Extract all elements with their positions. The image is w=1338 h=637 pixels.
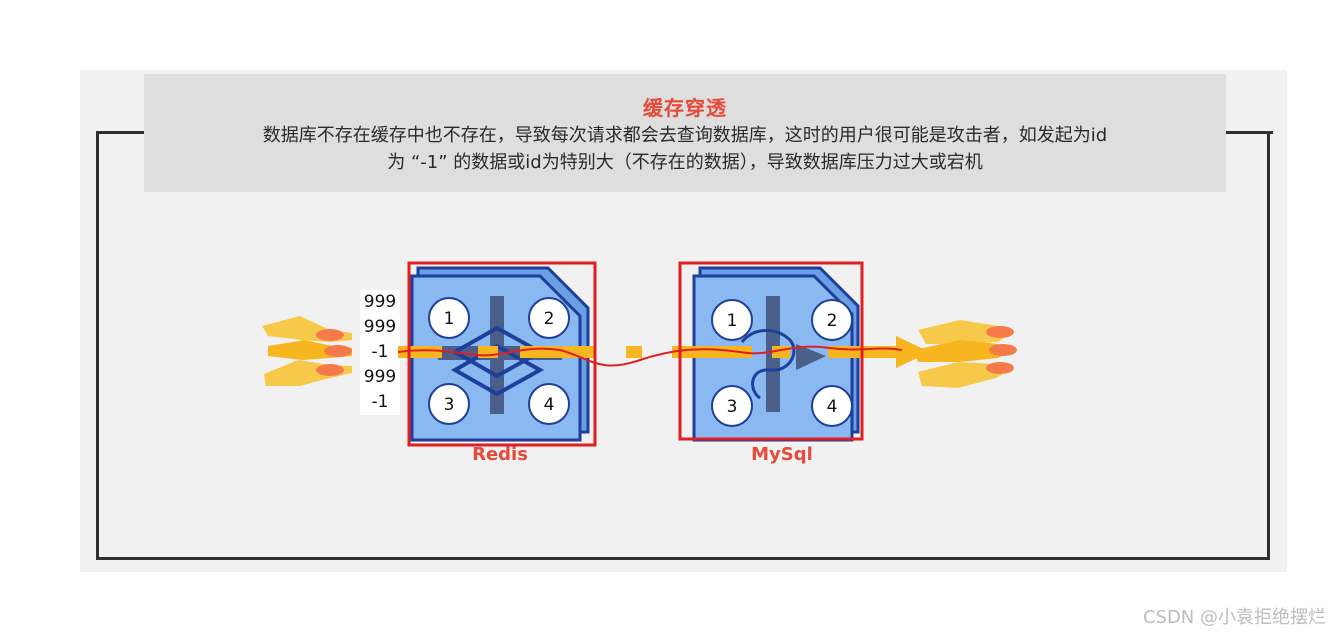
mysql-highlight-box <box>678 261 864 441</box>
description-line-2: 为 “-1” 的数据或id为特别大（不存在的数据），导致数据库压力过大或宕机 <box>387 152 983 173</box>
request-id: -1 <box>360 340 400 365</box>
request-id-list: 999 999 -1 999 -1 <box>360 290 400 415</box>
quadrant-number: 1 <box>727 311 738 331</box>
mysql-label: MySql <box>751 444 813 465</box>
annotation-scribble <box>397 345 903 367</box>
diagram-description: 数据库不存在缓存中也不存在，导致每次请求都会去查询数据库，这时的用户很可能是攻击… <box>152 122 1218 176</box>
quadrant-number: 4 <box>544 395 555 415</box>
quadrant-circle <box>811 299 853 341</box>
request-id: 999 <box>360 365 400 390</box>
description-line-1: 数据库不存在缓存中也不存在，导致每次请求都会去查询数据库，这时的用户很可能是攻击… <box>262 125 1108 146</box>
request-id: -1 <box>360 390 400 415</box>
request-id: 999 <box>360 315 400 340</box>
quadrant-circle <box>711 385 753 427</box>
diagram-title: 缓存穿透 <box>643 96 727 120</box>
quadrant-circle <box>711 299 753 341</box>
quadrant-number: 2 <box>544 309 555 329</box>
quadrant-circle <box>811 385 853 427</box>
redis-highlight-box <box>407 261 597 447</box>
quadrant-number: 2 <box>827 311 838 331</box>
quadrant-circle <box>528 297 570 339</box>
attacker-icon-right <box>914 320 1017 388</box>
quadrant-number: 3 <box>727 397 738 417</box>
quadrant-circle <box>428 383 470 425</box>
redis-label: Redis <box>472 444 528 465</box>
quadrant-number: 3 <box>444 395 455 415</box>
quadrant-circle <box>528 383 570 425</box>
attacker-icon-left <box>262 316 352 386</box>
frame-top-left-line <box>96 131 144 134</box>
header-box: 缓存穿透 数据库不存在缓存中也不存在，导致每次请求都会去查询数据库，这时的用户很… <box>144 74 1226 192</box>
mysql-quadrants: 1 2 3 4 <box>711 299 853 427</box>
quadrant-number: 1 <box>444 309 455 329</box>
quadrant-number: 4 <box>827 397 838 417</box>
diagram-frame <box>96 132 1270 560</box>
watermark: CSDN @小袁拒绝摆烂 <box>1142 607 1326 628</box>
request-id: 999 <box>360 290 400 315</box>
frame-top-right-line <box>1226 131 1273 134</box>
redis-quadrants: 1 2 3 4 <box>428 297 570 425</box>
quadrant-circle <box>428 297 470 339</box>
